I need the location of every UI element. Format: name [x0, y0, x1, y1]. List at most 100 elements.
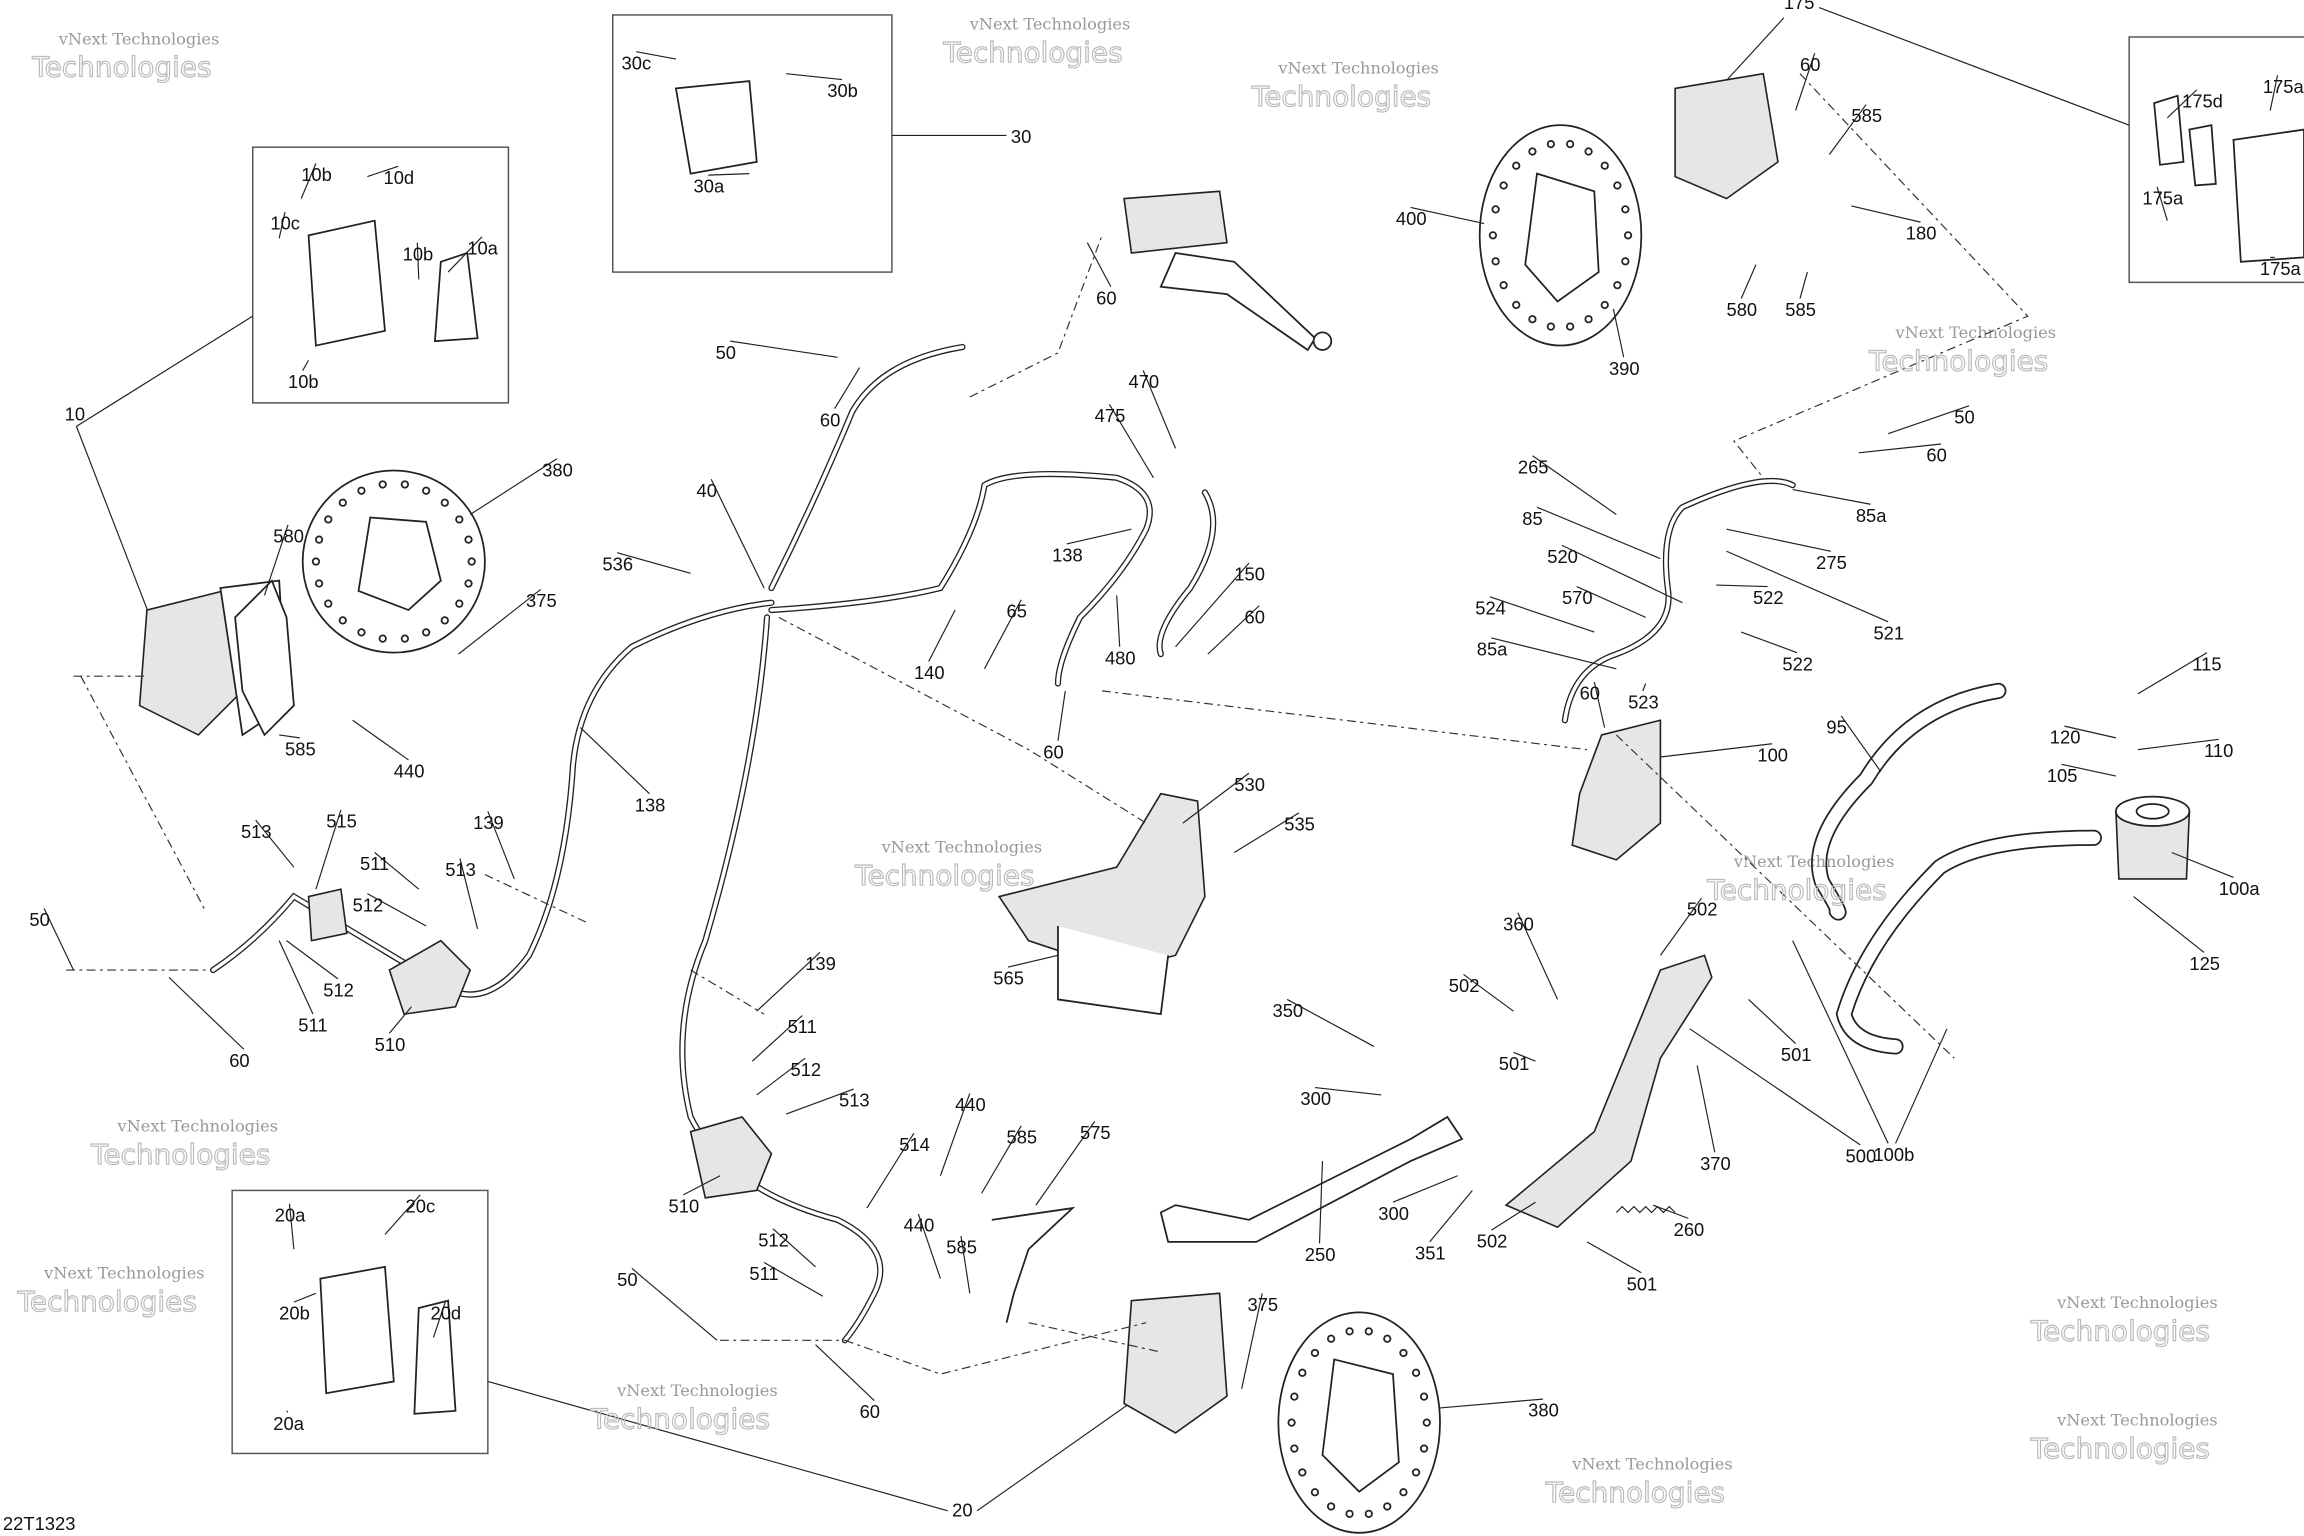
leader-line [447, 236, 483, 273]
callout-label: 523 [1628, 691, 1659, 712]
caliper-right-front [1674, 72, 1779, 200]
leader-line [1439, 1398, 1543, 1409]
disc-hole [338, 616, 347, 625]
leader-line [1716, 584, 1768, 588]
watermark-text: Technologies [942, 36, 1122, 69]
disc-hole [314, 579, 324, 588]
leader-line [388, 1006, 412, 1034]
leader-line [384, 1194, 421, 1235]
callout-label: 30 [1011, 126, 1031, 147]
disc-hole [1621, 205, 1630, 214]
leader-line [1894, 1028, 1948, 1144]
callout-label: 535 [1284, 813, 1315, 834]
watermark-text: Technologies [590, 1402, 770, 1435]
callout-label: 60 [1800, 54, 1820, 75]
leader-line [1740, 264, 1757, 299]
spring-260 [1615, 1205, 1676, 1214]
callout-label: 512 [353, 894, 384, 915]
watermark-text: Technologies [2030, 1432, 2210, 1465]
disc-hole [1364, 1327, 1373, 1336]
callout-label: 530 [1234, 774, 1265, 795]
callout-label: 585 [285, 739, 316, 760]
disc-hole [1298, 1368, 1307, 1377]
disc-hole [400, 480, 409, 489]
leader-line [1726, 528, 1831, 552]
disc-hole [1364, 1509, 1373, 1518]
leader-line [352, 719, 409, 761]
leader-line [2061, 763, 2117, 777]
callout-label: 520 [1547, 546, 1578, 567]
callout-label: 20 [952, 1500, 972, 1521]
disc-hole [1499, 281, 1508, 290]
callout-label: 60 [1043, 741, 1063, 762]
leader-line [1410, 206, 1485, 225]
leader-line [772, 1228, 816, 1268]
disc-hole [422, 628, 431, 637]
pedal-bracket-500 [1504, 954, 1713, 1229]
callout-label: 501 [1627, 1273, 1658, 1294]
callout-leaders [43, 51, 2279, 1413]
leader-line [786, 73, 843, 81]
watermark-text: Technologies [90, 1138, 270, 1171]
callout-label: 300 [1300, 1088, 1331, 1109]
callout-label: 275 [1816, 552, 1847, 573]
leader-line [1840, 715, 1882, 773]
callout-label: 20d [431, 1303, 462, 1324]
callout-label: 511 [360, 853, 389, 874]
inset-caliper-10 [252, 146, 510, 404]
callout-label: 502 [1449, 975, 1480, 996]
leader-line [367, 893, 427, 927]
leader-line [1233, 812, 1300, 853]
inset-caliper-20 [231, 1189, 489, 1455]
callout-label: 10b [301, 164, 332, 185]
callout-label: 511 [298, 1015, 327, 1036]
leader-line [1491, 637, 1617, 670]
callout-label: 512 [791, 1059, 822, 1080]
heat-shield-580 [234, 579, 295, 737]
leader-line [1858, 443, 1942, 454]
disc-hole [324, 599, 333, 608]
callout-label: 500 [1846, 1146, 1877, 1167]
callout-label: 95 [1826, 716, 1846, 737]
disc-hole [1411, 1468, 1421, 1477]
leader-line [43, 908, 75, 971]
leader-line [2269, 75, 2279, 111]
disc-hole [1600, 161, 1609, 170]
watermark-text: Technologies [17, 1285, 197, 1318]
disc-hole [1326, 1502, 1336, 1511]
callout-label: 10b [403, 243, 434, 264]
callout-label: 60 [1580, 683, 1600, 704]
front-master-cylinder [1123, 190, 1333, 352]
leader-line [315, 809, 342, 890]
leader-line [1586, 1241, 1642, 1274]
watermark-text: vNext Technologies [58, 29, 219, 48]
disc-hole [1623, 231, 1633, 240]
bracket-575 [991, 1206, 1076, 1323]
watermark-text: Technologies [1706, 874, 1886, 907]
leader-line [2137, 738, 2219, 751]
disc-hole [440, 616, 449, 625]
callout-label: 100b [1873, 1144, 1914, 1165]
disc-hole [1326, 1334, 1336, 1343]
watermark-text: vNext Technologies [117, 1117, 278, 1136]
leader-line [1576, 585, 1646, 618]
leader-line [416, 242, 420, 280]
callout-label: 585 [1007, 1126, 1038, 1147]
callout-label: 60 [1245, 606, 1265, 627]
leader-line [1286, 998, 1375, 1047]
leader-line [763, 1261, 824, 1297]
caliper-rear [1123, 1292, 1228, 1434]
callout-label: 375 [526, 590, 557, 611]
diagram-code: 22T1323 [3, 1513, 75, 1534]
leader-line [1561, 544, 1683, 604]
leader-line [432, 1301, 446, 1338]
callout-label: 175a [2263, 76, 2304, 97]
disc-hole [1491, 257, 1500, 266]
brake-disc-right-front [1478, 124, 1643, 347]
callout-label: 580 [273, 525, 304, 546]
leader-line [300, 163, 317, 199]
leader-line [1517, 912, 1559, 1000]
leader-line [1207, 605, 1260, 655]
watermark-text: Technologies [31, 51, 211, 84]
